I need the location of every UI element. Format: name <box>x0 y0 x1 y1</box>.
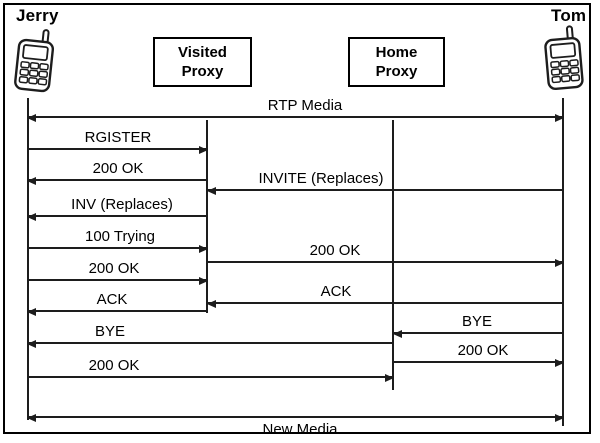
message-label: 200 OK <box>92 160 144 177</box>
arrow-line <box>208 189 563 191</box>
visited-proxy-label-line2: Proxy <box>181 63 224 80</box>
message-register: RGISTER <box>28 129 208 154</box>
actor-label-tom: Tom <box>551 6 587 25</box>
arrowhead-left <box>27 307 36 316</box>
arrow-line <box>28 215 207 217</box>
message-label: 200 OK <box>457 342 509 359</box>
arrow-line <box>28 279 207 281</box>
visited-proxy-label-line1: Visited <box>178 43 227 61</box>
message-label: RTP Media <box>267 97 343 114</box>
message-label: 100 Trying <box>84 228 156 245</box>
message-200ok-bye-jerry: 200 OK <box>28 357 394 382</box>
arrowhead-left <box>207 186 216 195</box>
message-200ok-from-jerry: 200 OK <box>28 260 208 285</box>
message-200ok-bye-tom: 200 OK <box>393 342 564 367</box>
arrow-line <box>206 261 563 263</box>
arrow-line <box>393 361 563 363</box>
message-label: BYE <box>461 313 493 330</box>
arrowhead-left <box>27 176 36 185</box>
message-bye-from-tom: BYE <box>393 313 563 338</box>
arrow-line <box>28 310 207 312</box>
message-ack-from-tom: ACK <box>207 283 563 308</box>
arrowhead-right <box>199 145 208 154</box>
message-100-trying: 100 Trying <box>28 228 208 253</box>
arrow-line <box>28 342 393 344</box>
message-label: 200 OK <box>88 260 140 277</box>
message-200ok-register: 200 OK <box>27 160 207 185</box>
arrowhead-left <box>393 329 402 338</box>
arrow-line <box>28 179 207 181</box>
arrow-line <box>28 116 563 118</box>
message-label: RGISTER <box>84 129 152 146</box>
lifeline-home-proxy <box>392 120 394 390</box>
arrowhead-right <box>199 276 208 285</box>
visited-proxy-box: Visited Proxy <box>153 37 252 87</box>
arrowhead-right <box>555 258 564 267</box>
arrowhead-left <box>27 212 36 221</box>
diagram-border <box>3 3 591 434</box>
message-label: BYE <box>94 323 126 340</box>
jerry-phone-icon <box>9 26 59 101</box>
arrowhead-right <box>555 113 564 122</box>
tom-phone-icon <box>539 24 589 99</box>
arrowhead-left <box>27 113 36 122</box>
arrowhead-right <box>199 244 208 253</box>
arrowhead-left <box>27 413 36 422</box>
message-label: ACK <box>320 283 352 300</box>
arrow-line <box>28 247 207 249</box>
message-ack-to-jerry: ACK <box>27 291 207 316</box>
message-200ok-to-tom: 200 OK <box>206 242 564 267</box>
home-proxy-label-line2: Proxy <box>375 63 418 80</box>
message-label: 200 OK <box>88 357 140 374</box>
message-label: New Media <box>262 421 338 438</box>
home-proxy-label-line1: Home <box>375 43 418 61</box>
message-rtp-media: RTP Media <box>27 97 564 122</box>
message-label: INV (Replaces) <box>71 196 173 213</box>
message-label: 200 OK <box>309 242 361 259</box>
arrowhead-right <box>385 373 394 382</box>
actor-label-jerry: Jerry <box>16 6 59 25</box>
arrow-line <box>208 302 563 304</box>
lifeline-jerry <box>27 98 29 420</box>
arrowhead-left <box>207 299 216 308</box>
lifeline-visited-proxy <box>206 120 208 313</box>
message-inv-replaces: INV (Replaces) <box>27 196 207 221</box>
arrowhead-left <box>27 339 36 348</box>
home-proxy-box: Home Proxy <box>348 37 445 87</box>
message-new-media: New Media <box>27 398 564 438</box>
message-bye-to-jerry: BYE <box>27 323 393 348</box>
arrowhead-right <box>555 358 564 367</box>
message-invite-replaces: INVITE (Replaces) <box>207 170 563 195</box>
message-label: ACK <box>96 291 128 308</box>
arrowhead-right <box>555 413 564 422</box>
arrow-line <box>394 332 563 334</box>
arrow-line <box>28 416 563 418</box>
arrow-line <box>28 376 393 378</box>
message-label: INVITE (Replaces) <box>258 170 384 187</box>
arrow-line <box>28 148 207 150</box>
